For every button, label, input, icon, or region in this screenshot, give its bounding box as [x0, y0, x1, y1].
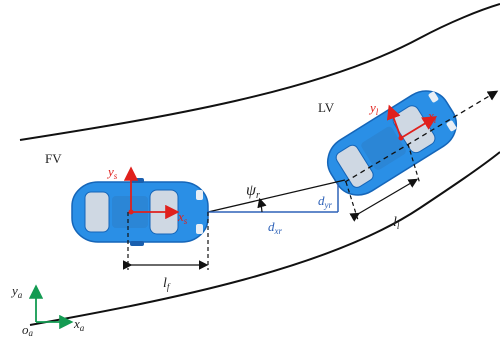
lv-origin — [398, 135, 404, 141]
lf-label: lf — [163, 276, 171, 292]
heading-dashed-axis — [344, 90, 499, 183]
road-lower-edge — [29, 151, 500, 326]
dxr-label: dxr — [268, 219, 282, 236]
dyr-label: dyr — [318, 193, 332, 210]
oa-label: oa — [22, 322, 34, 338]
psi-angle-arc — [257, 197, 267, 213]
ya-label: ya — [10, 283, 23, 300]
lv-y-axis — [386, 104, 402, 139]
ll-dimension — [349, 178, 419, 222]
psi-label: ψr — [246, 182, 260, 201]
yl-label: yl — [368, 100, 379, 117]
xa-label: xa — [73, 316, 85, 333]
lv-label: LV — [318, 100, 335, 115]
xl-label: xl — [427, 108, 437, 125]
relative-line — [207, 179, 346, 213]
fv-label: FV — [45, 151, 62, 166]
lv-x-axis — [400, 116, 438, 139]
ys-label: ys — [106, 164, 118, 181]
xs-label: xs — [177, 209, 188, 226]
road-upper-edge — [19, 3, 500, 141]
fv-origin — [128, 209, 134, 215]
leader-vehicle — [326, 90, 458, 196]
ll-label: ll — [393, 215, 400, 231]
